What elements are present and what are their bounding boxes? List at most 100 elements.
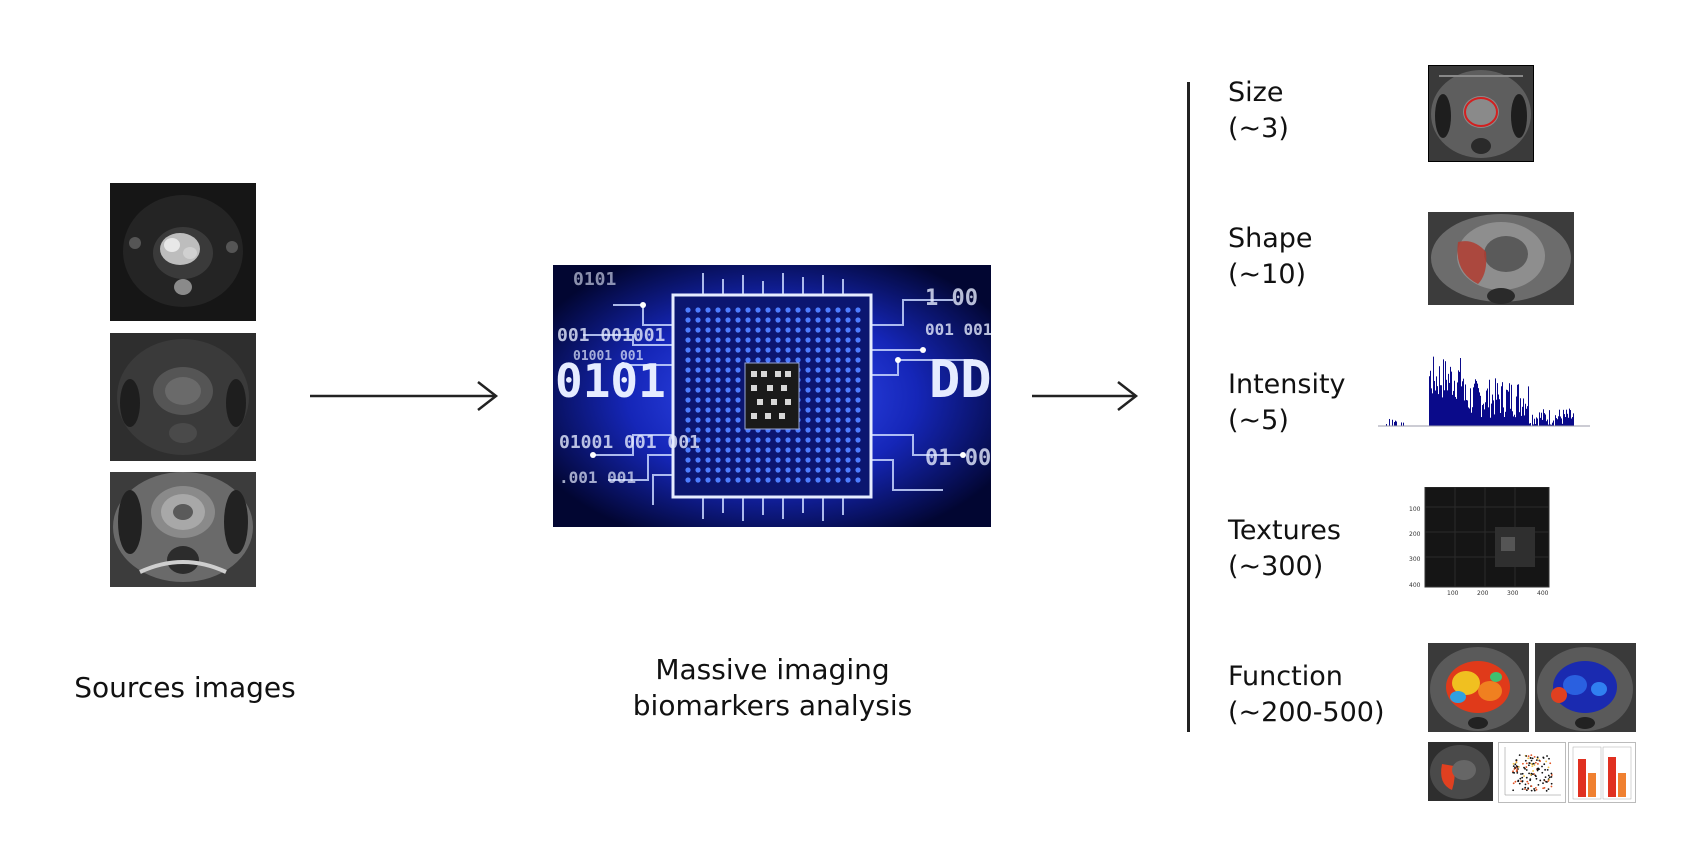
texture-x-tick: 200 bbox=[1477, 590, 1489, 597]
scatter-point bbox=[1545, 789, 1548, 792]
histogram-bar bbox=[1514, 414, 1515, 426]
scatter-point bbox=[1539, 779, 1542, 782]
arrow-right-icon bbox=[1032, 381, 1139, 411]
scatter-point bbox=[1539, 760, 1541, 762]
feature-textures: Textures (~300) bbox=[1228, 513, 1341, 585]
histogram-bar bbox=[1502, 382, 1503, 426]
histogram-bar bbox=[1515, 417, 1516, 426]
histogram-bar bbox=[1482, 405, 1483, 426]
scatter-point bbox=[1512, 765, 1515, 768]
texture-y-tick: 100 bbox=[1409, 506, 1421, 513]
histogram-bar bbox=[1458, 370, 1459, 426]
scatter-point bbox=[1550, 782, 1553, 785]
histogram-bar bbox=[1459, 371, 1460, 426]
histogram-bar bbox=[1487, 388, 1488, 426]
scatter-point bbox=[1524, 788, 1526, 791]
scatter-point bbox=[1523, 775, 1525, 777]
histogram-bar bbox=[1552, 422, 1553, 426]
histogram-bar bbox=[1557, 419, 1558, 426]
histogram-bar bbox=[1451, 371, 1452, 426]
source-image-dwi bbox=[110, 183, 256, 321]
arrow-right-icon bbox=[310, 381, 499, 411]
histogram-bar bbox=[1564, 414, 1565, 426]
histogram-bar bbox=[1486, 390, 1487, 426]
histogram-bar bbox=[1440, 385, 1441, 426]
feature-shape: Shape (~10) bbox=[1228, 221, 1313, 293]
histogram-bar bbox=[1549, 410, 1550, 426]
histogram-bar bbox=[1466, 399, 1467, 426]
scatter-point bbox=[1535, 788, 1538, 791]
scatter-point bbox=[1517, 765, 1520, 768]
histogram-bar bbox=[1492, 394, 1493, 426]
histogram-bar bbox=[1558, 416, 1559, 426]
histogram-bar bbox=[1525, 403, 1526, 426]
histogram-bar bbox=[1562, 423, 1563, 426]
histogram-bar bbox=[1464, 400, 1465, 426]
histogram-bar bbox=[1479, 392, 1480, 426]
histogram-bar bbox=[1481, 417, 1482, 426]
scatter-point bbox=[1528, 764, 1530, 767]
histogram-bar bbox=[1430, 370, 1431, 426]
scatter-point bbox=[1542, 787, 1545, 790]
scatter-point bbox=[1514, 766, 1516, 769]
histogram-bar bbox=[1540, 417, 1541, 426]
scatter-point bbox=[1516, 765, 1519, 768]
scatter-point bbox=[1532, 762, 1535, 765]
histogram-bar bbox=[1511, 384, 1512, 426]
histogram-bar bbox=[1435, 390, 1436, 426]
svg-text:01 00: 01 00 bbox=[925, 446, 991, 471]
histogram-bar bbox=[1495, 378, 1496, 426]
histogram-bar bbox=[1555, 415, 1556, 426]
histogram-bar bbox=[1529, 423, 1530, 426]
histogram-bar bbox=[1461, 386, 1462, 426]
histogram-bar bbox=[1543, 409, 1544, 426]
scatter-point bbox=[1536, 757, 1539, 760]
histogram-bar bbox=[1438, 394, 1439, 426]
histogram-bar bbox=[1433, 356, 1434, 426]
scatter-point bbox=[1537, 763, 1539, 765]
histogram-bar bbox=[1536, 417, 1537, 426]
histogram-bar bbox=[1517, 384, 1518, 426]
scatter-point bbox=[1520, 780, 1522, 783]
scatter-point bbox=[1514, 780, 1517, 783]
histogram-bar bbox=[1444, 390, 1445, 426]
histogram-bar bbox=[1450, 366, 1451, 426]
histogram-bar bbox=[1499, 399, 1500, 426]
scatter-point bbox=[1518, 754, 1521, 757]
histogram-bar bbox=[1483, 403, 1484, 426]
histogram-bar bbox=[1573, 413, 1574, 426]
histogram-bar bbox=[1403, 422, 1404, 426]
feature-name: Size bbox=[1228, 77, 1284, 108]
histogram-bar bbox=[1556, 418, 1557, 426]
histogram-bar bbox=[1446, 379, 1447, 426]
histogram-bar bbox=[1443, 359, 1444, 426]
histogram-bar bbox=[1471, 412, 1472, 426]
histogram-bar bbox=[1485, 402, 1486, 426]
histogram-bar bbox=[1572, 417, 1573, 426]
histogram-bar bbox=[1457, 382, 1458, 426]
histogram-bar bbox=[1512, 411, 1513, 426]
scatter-point bbox=[1520, 773, 1522, 775]
analysis-caption-line1: Massive imaging bbox=[655, 653, 890, 686]
scatter-point bbox=[1550, 785, 1553, 788]
svg-text:01001 001 001: 01001 001 001 bbox=[559, 432, 700, 453]
scatter-point bbox=[1525, 755, 1528, 757]
function-map-3 bbox=[1428, 742, 1493, 801]
svg-text:.001 001: .001 001 bbox=[559, 468, 636, 487]
histogram-bar bbox=[1518, 384, 1519, 426]
histogram-bar bbox=[1570, 410, 1571, 426]
histogram-bar bbox=[1452, 394, 1453, 426]
histogram-bar bbox=[1396, 421, 1397, 426]
histogram-bar bbox=[1559, 409, 1560, 426]
histogram-bar bbox=[1520, 398, 1521, 426]
scatter-point bbox=[1544, 768, 1547, 771]
histogram-bar bbox=[1565, 417, 1566, 426]
scatter-point bbox=[1526, 780, 1529, 783]
histogram-bar bbox=[1496, 399, 1497, 426]
histogram-bar bbox=[1506, 389, 1507, 426]
divider-line bbox=[1187, 82, 1190, 732]
scatter-point bbox=[1528, 762, 1531, 764]
feature-name: Intensity bbox=[1228, 369, 1346, 400]
scatter-point bbox=[1525, 776, 1528, 779]
scatter-point bbox=[1546, 769, 1549, 771]
